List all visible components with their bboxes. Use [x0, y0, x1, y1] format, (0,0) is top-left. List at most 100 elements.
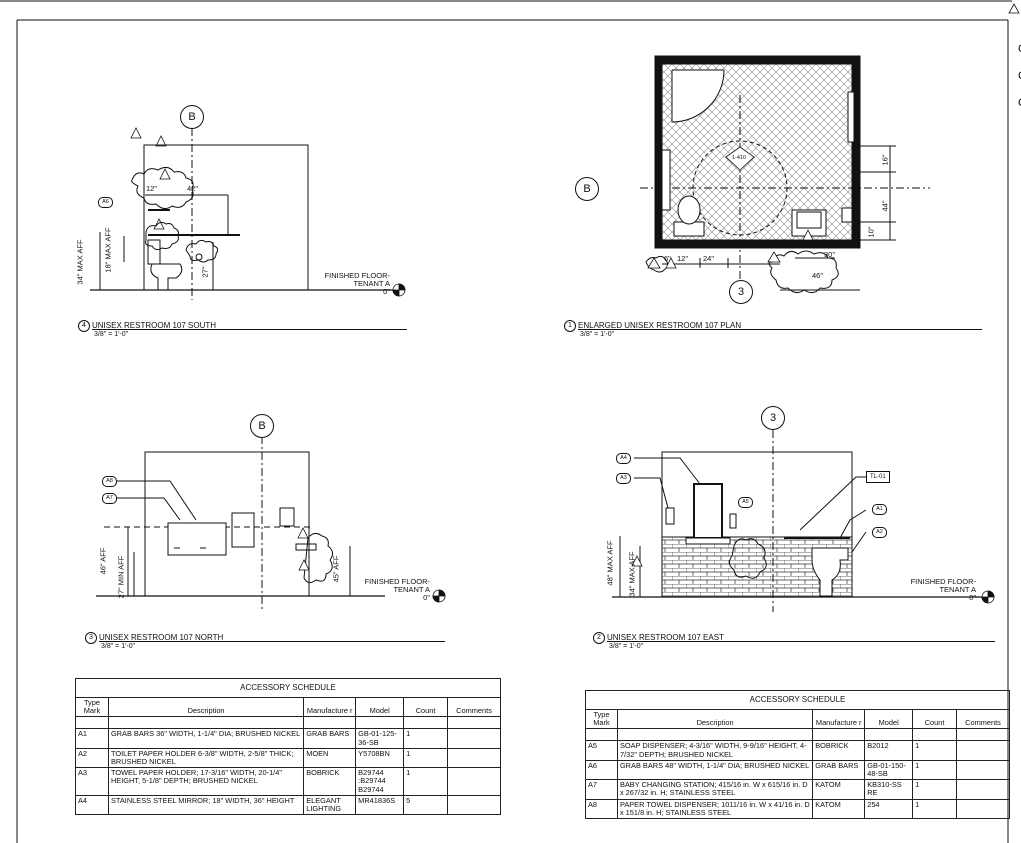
grid-bubble-b-north: B: [250, 414, 274, 438]
cell-mark: A1: [75, 728, 109, 749]
cell-description: GRAB BARS 48" WIDTH, 1-1/4" DIA; BRUSHED…: [616, 759, 814, 781]
tag-a5-east: A5: [738, 497, 753, 508]
grid-bubble-b-plan: B: [575, 177, 599, 201]
cell-model: MR41836S: [355, 794, 405, 816]
cell-model: GB-01-150-48-SB: [864, 759, 914, 781]
plan-view: [640, 55, 930, 294]
view-scale: 3/8" = 1'-0": [609, 643, 644, 650]
cell-comments: [447, 794, 501, 816]
floor-label-line1: FINISHED FLOOR-: [910, 577, 976, 586]
col-header-comments: Comments: [956, 708, 1010, 730]
cell-manufacturer: GRAB BARS: [303, 728, 357, 749]
table-row: A4 STAINLESS STEEL MIRROR; 18" WIDTH, 36…: [75, 794, 501, 816]
tag-a3-east: A3: [616, 473, 631, 484]
dim-12: 12": [146, 184, 158, 193]
col-header-description: Description: [616, 708, 814, 730]
dim-34-max-east: 34" MAX AFF: [627, 551, 637, 597]
view-scale: 3/8" = 1'-0": [101, 643, 136, 650]
grid-bubble-3-plan: 3: [729, 280, 753, 304]
cell-comments: [447, 767, 501, 796]
cell-manufacturer: BOBRICK: [303, 767, 357, 796]
col-header-model: Model: [864, 708, 914, 730]
table-row: A6 GRAB BARS 48" WIDTH, 1-1/4" DIA; BRUS…: [585, 759, 1010, 781]
level-markers: [392, 283, 995, 604]
dim-42: 42": [187, 184, 199, 193]
view-scale: 3/8" = 1'-0": [94, 331, 129, 338]
table-row: A1 GRAB BARS 36" WIDTH, 1-1/4" DIA; BRUS…: [75, 728, 501, 749]
tag-a7-north: A7: [102, 493, 117, 504]
cell-manufacturer: GRAB BARS: [812, 759, 866, 781]
cell-mark: A5: [585, 740, 618, 761]
view-title-text: UNISEX RESTROOM 107 EAST: [607, 633, 724, 643]
cell-comments: [447, 747, 501, 769]
cell-manufacturer: MOEN: [303, 747, 357, 769]
dim-30: 30": [824, 250, 836, 259]
cell-mark: A8: [585, 798, 618, 820]
dim-16: 16": [880, 154, 890, 166]
cell-count: 1: [912, 779, 958, 800]
dim-48-max: 48" MAX AFF: [605, 540, 615, 586]
dim-24: 24": [703, 254, 715, 263]
dim-34-max: 34" MAX AFF: [75, 239, 85, 285]
table-row: A2 TOILET PAPER HOLDER 6-3/8" WIDTH, 2-5…: [75, 747, 501, 769]
cell-description: GRAB BARS 36" WIDTH, 1-1/4" DIA; BRUSHED…: [107, 728, 305, 749]
col-header-description: Description: [107, 696, 305, 718]
floor-label-line1: FINISHED FLOOR-: [324, 271, 390, 280]
table-row: A8 PAPER TOWEL DISPENSER; 1011/16 in. W …: [585, 798, 1010, 820]
view-number: 1: [564, 320, 576, 332]
cell-model: KB310-SS RE: [864, 779, 914, 800]
tag-a8-north: A8: [102, 476, 117, 487]
dim-6: 6": [664, 254, 671, 263]
cell-count: 1: [403, 747, 449, 769]
svg-text:C: C: [1018, 43, 1021, 55]
view-title-text: UNISEX RESTROOM 107 NORTH: [99, 633, 224, 643]
south-elevation: [90, 128, 395, 300]
floor-label-north: FINISHED FLOOR- TENANT A 0": [352, 578, 430, 602]
grid-bubble-3-east: 3: [761, 406, 785, 430]
cell-description: TOILET PAPER HOLDER 6-3/8" WIDTH, 2-5/8"…: [107, 747, 305, 769]
plan-ref-tag: 1-410: [732, 155, 747, 161]
view-title-text: UNISEX RESTROOM 107 SOUTH: [92, 321, 217, 331]
accessory-schedule-left: ACCESSORY SCHEDULE Type Mark Description…: [75, 678, 501, 816]
cell-mark: A7: [585, 779, 618, 800]
cell-count: 1: [403, 728, 449, 749]
cell-mark: A3: [75, 767, 109, 796]
col-header-mark: Type Mark: [75, 696, 109, 718]
cell-count: 5: [403, 794, 449, 816]
plan-triangle-icons: [647, 146, 814, 269]
col-header-manufacturer: Manufacture r: [303, 696, 357, 718]
cell-manufacturer: BOBRICK: [812, 740, 866, 761]
cell-mark: A4: [75, 794, 109, 816]
tag-a4-east: A4: [616, 453, 631, 464]
cell-description: PAPER TOWEL DISPENSER; 1011/16 in. W x 4…: [616, 798, 814, 820]
floor-label-line2: TENANT A: [353, 279, 390, 288]
cell-manufacturer: ELEGANT LIGHTING: [303, 794, 357, 816]
col-header-mark: Type Mark: [585, 708, 618, 730]
cell-count: 1: [912, 798, 958, 820]
cell-count: 1: [403, 767, 449, 796]
south-triangle-icons: [130, 127, 171, 230]
svg-text:C: C: [1018, 97, 1021, 109]
view-number: 2: [593, 632, 605, 644]
cell-description: BABY CHANGING STATION; 415/16 in. W x 61…: [616, 779, 814, 800]
cell-mark: A6: [585, 759, 618, 781]
col-header-count: Count: [912, 708, 958, 730]
floor-label-elev: 0": [423, 593, 430, 602]
north-elevation: [96, 436, 385, 610]
east-triangle-icons: [631, 555, 643, 567]
table-row: A3 TOWEL PAPER HOLDER; 17-3/16" WIDTH, 2…: [75, 767, 501, 796]
cell-model: GB-01-125-36-SB: [355, 728, 405, 749]
schedule-caption: ACCESSORY SCHEDULE: [585, 690, 1010, 710]
dim-27-min: 27" MIN AFF: [116, 555, 126, 599]
revision-triangle-icon: [1008, 3, 1020, 14]
view-number: 3: [85, 632, 97, 644]
dim-18-max: 18" MAX AFF: [103, 227, 113, 273]
cell-description: SOAP DISPENSER; 4-3/16" WIDTH, 9-9/16" H…: [616, 740, 814, 761]
floor-label-line2: TENANT A: [939, 585, 976, 594]
